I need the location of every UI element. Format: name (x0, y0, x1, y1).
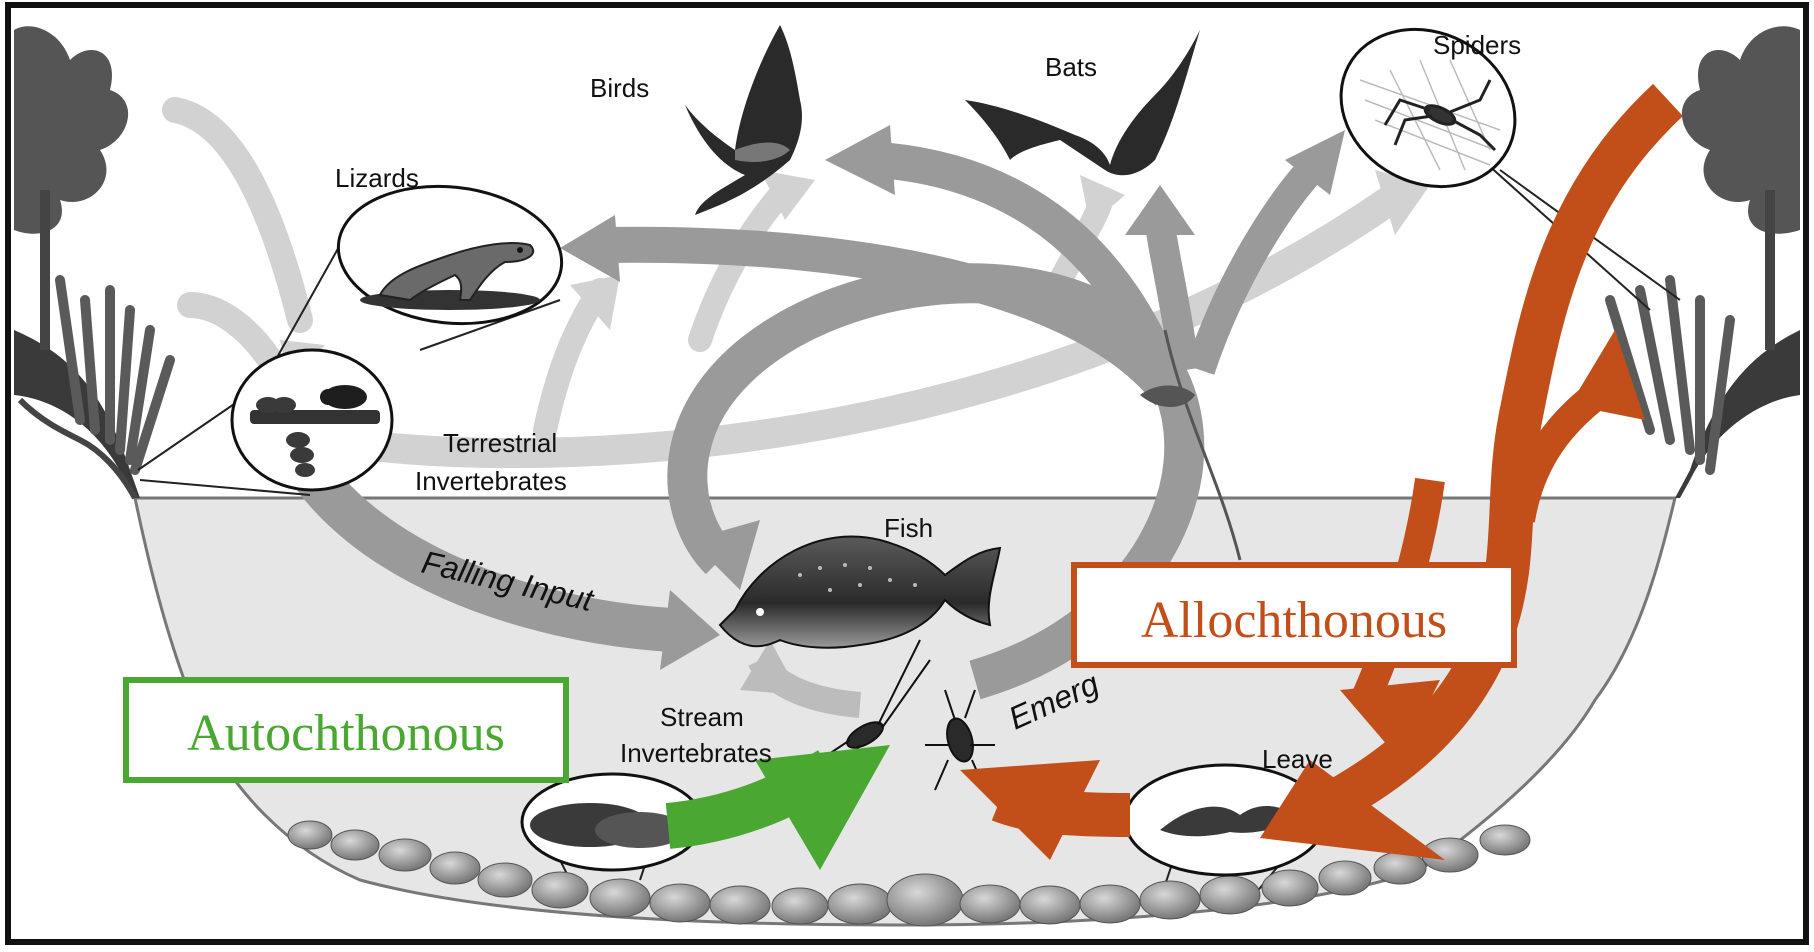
autochthonous-label: Autochthonous (187, 705, 505, 762)
label-fish: Fish (884, 513, 933, 543)
label-leaves: Leave (1262, 744, 1333, 774)
allochthonous-label: Allochthonous (1141, 592, 1447, 649)
label-terrestrial-line1: Terrestrial (443, 428, 557, 458)
label-lizards: Lizards (335, 163, 419, 193)
allochthonous-box: Allochthonous (1074, 565, 1514, 665)
label-stream-line1: Stream (660, 702, 744, 732)
label-stream-line2: Invertebrates (620, 738, 772, 768)
label-spiders: Spiders (1433, 30, 1521, 60)
label-birds: Birds (590, 73, 649, 103)
terrestrial-invertebrate-callout (232, 350, 392, 490)
label-terrestrial-line2: Invertebrates (415, 466, 567, 496)
autochthonous-box: Autochthonous (126, 680, 566, 780)
label-bats: Bats (1045, 52, 1097, 82)
